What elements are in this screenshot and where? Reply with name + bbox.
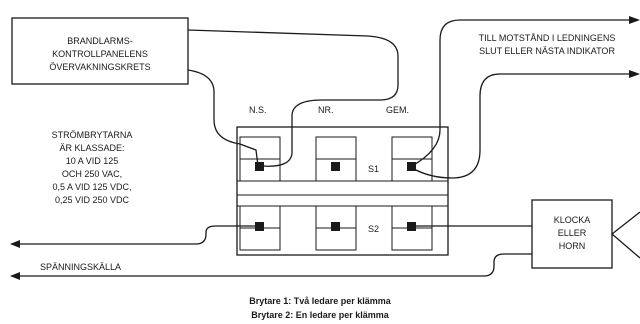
- control-panel-label-1: BRANDLARMS-: [67, 36, 133, 46]
- ratings-line-5: 0,5 A VID 125 VDC,: [52, 182, 131, 192]
- gem-to-far-end-top-wire: [411, 19, 630, 167]
- s1-ns-screw: [255, 162, 264, 171]
- panel-to-ns-wire: [187, 29, 399, 167]
- control-panel-label-3: ÖVERVAKNINGSKRETS: [49, 62, 150, 72]
- ratings-line-2: ÄR KLASSADE:: [59, 143, 124, 153]
- terminal-label-nr: NR.: [318, 105, 334, 115]
- power-return-to-bell-wire: [12, 253, 532, 277]
- power-to-ns-s2-wire: [12, 225, 259, 245]
- bell-label-3: HORN: [559, 241, 586, 251]
- far-end-return-arrow: [629, 70, 640, 78]
- ratings-line-1: STRÖMBRYTARNA: [52, 130, 133, 140]
- s2-gem-screw: [407, 222, 416, 231]
- switch-module-frame: [236, 126, 449, 256]
- far-end-note-2: SLUT ELLER NÄSTA INDIKATOR: [479, 46, 615, 56]
- terminal-label-ns: N.S.: [249, 105, 267, 115]
- switch-label-s2: S2: [368, 224, 379, 234]
- control-panel-box: [11, 17, 189, 85]
- caption-switch-2: Brytare 2: En ledare per klämma: [251, 310, 390, 320]
- ratings-line-3: 10 A VID 125: [66, 156, 119, 166]
- far-end-note-1: TILL MOTSTÅND I LEDNINGENS: [479, 33, 616, 43]
- control-panel-label-2: KONTROLLPANELENS: [52, 49, 148, 59]
- caption-switch-1: Brytare 1: Två ledare per klämma: [249, 296, 392, 306]
- ratings-line-6: 0,25 VID 250 VDC: [55, 195, 130, 205]
- power-return-arrow: [10, 272, 20, 280]
- terminal-label-gem: GEM.: [386, 105, 409, 115]
- far-end-return-wire: [411, 73, 630, 179]
- far-end-top-arrow: [629, 16, 640, 24]
- horn-icon: [610, 211, 640, 259]
- power-source-label: SPÄNNINGSKÄLLA: [40, 262, 121, 272]
- s1-gem-screw: [407, 162, 416, 171]
- panel-return-wire: [187, 69, 259, 167]
- bell-label-2: ELLER: [558, 228, 587, 238]
- s2-nr-screw: [331, 222, 340, 231]
- power-in-arrow: [10, 240, 20, 248]
- switch-label-s1: S1: [368, 164, 379, 174]
- ratings-line-4: OCH 250 VAC,: [62, 169, 122, 179]
- s1-nr-screw: [331, 162, 340, 171]
- bell-label-1: KLOCKA: [554, 215, 591, 225]
- s2-ns-screw: [255, 222, 264, 231]
